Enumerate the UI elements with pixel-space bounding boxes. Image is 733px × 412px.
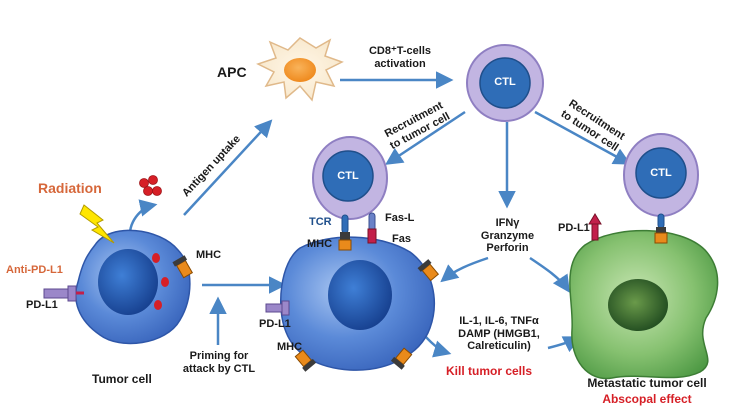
priming-line1: Priming for — [189, 350, 249, 362]
pdl1-receptor-right — [588, 213, 602, 241]
metastatic-cell — [569, 229, 719, 380]
ctl-right-label: CTL — [650, 167, 672, 179]
priming-line2: attack by CTL — [182, 362, 256, 375]
ifn-text: IFNγ — [495, 217, 520, 229]
effectors-label: IFNγ Granzyme Perforin — [470, 217, 545, 255]
lightning-icon — [79, 204, 115, 244]
arrow-antigen-uptake — [183, 119, 273, 216]
arrow-recruit-right — [534, 110, 632, 165]
antigen-dot — [143, 186, 153, 196]
antigen-dot — [139, 178, 149, 188]
tumor-left-nucleus — [98, 249, 158, 315]
cytokines-line2: DAMP (HMGB1, — [458, 327, 540, 340]
tumor-cell-label: Tumor cell — [92, 372, 152, 386]
fas-complex — [367, 212, 377, 244]
antigen-dot — [152, 253, 160, 263]
kill-tumor-label: Kill tumor cells — [446, 364, 533, 378]
cytokines-label: IL-1, IL-6, TNFα DAMP (HMGB1, Calreticul… — [446, 315, 552, 353]
mhc-receptor-center-bottom-left — [294, 349, 317, 372]
mhc-left-label: MHC — [196, 249, 222, 261]
ctl-mid-cell — [312, 136, 388, 220]
tumor-cell-left — [75, 229, 191, 345]
metastatic-nucleus — [608, 279, 668, 331]
tcr-mhc-complex — [338, 214, 352, 251]
tumor-center-nucleus — [328, 260, 392, 330]
anti-pdl1-label: Anti-PD-L1 — [6, 264, 63, 276]
arrow-recruit-left — [385, 110, 466, 165]
radiation-label: Radiation — [38, 180, 102, 196]
pdl1-receptor-left — [43, 285, 84, 302]
cd8-line1: CD8⁺T-cells — [368, 45, 432, 57]
antigen-dot — [154, 300, 162, 310]
cytokines-line3: Calreticulin) — [467, 340, 531, 353]
abscopal-label: Abscopal effect — [602, 392, 692, 406]
arrow-effectors-left — [440, 256, 489, 283]
granzyme-text: Granzyme — [480, 229, 535, 242]
ctl-mid-label: CTL — [337, 170, 359, 182]
cytokines-line1: IL-1, IL-6, TNFα — [459, 315, 539, 327]
pdl1-center-label: PD-L1 — [259, 318, 291, 330]
mhc-receptor-left — [172, 255, 194, 279]
pdl1-right-label: PD-L1 — [558, 222, 590, 234]
pdl1-left-label: PD-L1 — [26, 299, 58, 311]
mhc-center-top-label: MHC — [307, 238, 333, 250]
pdl1-receptor-center — [265, 300, 290, 316]
mhc-center-bottom-label: MHC — [277, 341, 303, 353]
apc-nucleus — [284, 58, 316, 82]
antigen-dot — [161, 277, 169, 287]
metastatic-label: Metastatic tumor cell — [587, 376, 707, 390]
mhc-receptor-center-lower — [390, 347, 413, 370]
cd8-line2: activation — [374, 57, 426, 70]
antigen-dot — [152, 186, 162, 196]
tcr-label: TCR — [309, 216, 332, 228]
released-antigens — [139, 175, 162, 196]
priming-label: Priming for attack by CTL — [172, 350, 266, 375]
apc-label: APC — [217, 64, 247, 80]
fas-label: Fas — [392, 233, 411, 245]
tcr-mhc-right — [654, 213, 668, 244]
apc-cell — [256, 37, 344, 102]
ctl-top-cell — [466, 44, 544, 122]
fasl-label: Fas-L — [385, 212, 415, 224]
cd8-activation-label: CD8⁺T-cells activation — [358, 45, 442, 70]
tumor-cell-center — [280, 236, 435, 371]
arrow-effectors-right — [529, 256, 570, 293]
ctl-top-label: CTL — [494, 76, 516, 88]
mhc-receptor-center-right — [417, 259, 440, 282]
perforin-text: Perforin — [486, 242, 529, 255]
antigen-dot — [148, 175, 158, 185]
